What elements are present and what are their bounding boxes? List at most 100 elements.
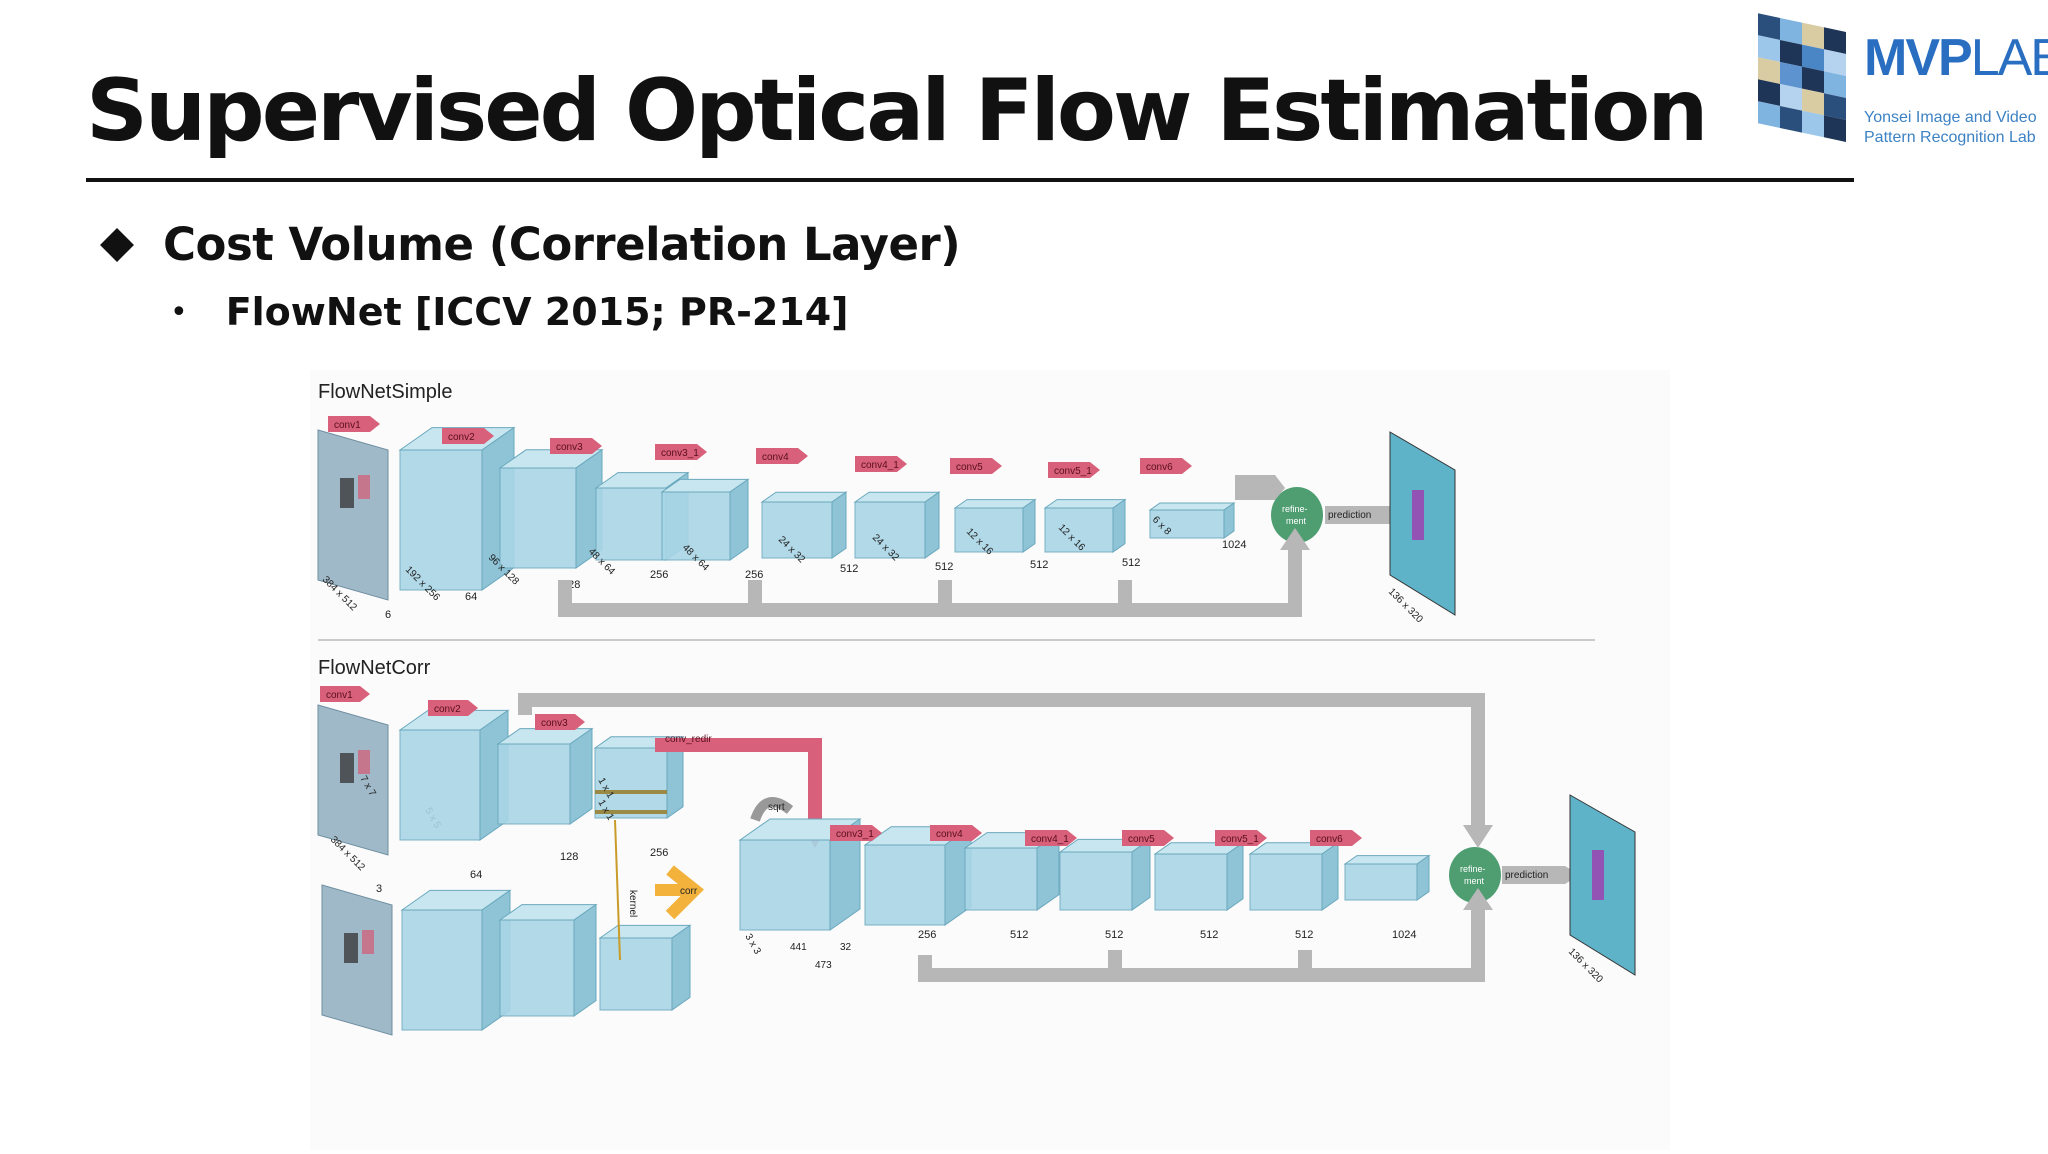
simple-conv1-label: conv1 [334, 420, 361, 431]
simple-conv6-arrow [1140, 458, 1192, 474]
simple-layer-6-side [924, 491, 940, 559]
corr-top-pipe [518, 693, 1485, 830]
simple-channel-3: 256 [650, 569, 668, 581]
page-title: Supervised Optical Flow Estimation [86, 61, 1708, 161]
corr-after-channel-2: 512 [1105, 929, 1123, 941]
corr-layer-4-front [1154, 853, 1228, 911]
corr-conv3_1-label: conv3_1 [836, 829, 874, 840]
corr-conv3-bottom [498, 903, 598, 1017]
simple-conv3-label: conv3 [556, 442, 583, 453]
simple-conv3-arrow [550, 438, 602, 454]
corr-conv4-label: conv4 [936, 829, 963, 840]
simple-conv3_1-arrow [655, 444, 707, 460]
corr-conv2-bottom [400, 889, 512, 1031]
corr-conv5-arrow [1122, 830, 1174, 846]
corr-top-arrowhead [1463, 825, 1493, 848]
corr-layer-4 [1153, 841, 1245, 911]
simple-prediction-label: prediction [1328, 510, 1371, 521]
logo-mosaic-icon [1758, 13, 1846, 142]
simple-channel-9: 1024 [1222, 539, 1246, 551]
corr-volume-front [739, 839, 831, 931]
simple-conv5_1-arrow [1048, 462, 1100, 478]
corr-layer-5-side [1321, 841, 1339, 911]
corr-conv3-top [496, 727, 594, 825]
corr-channel-128: 128 [560, 851, 578, 863]
bullet2-text: FlowNet [ICCV 2015; PR-214] [225, 290, 849, 334]
simple-layer-8-side [1112, 498, 1126, 553]
sqrt-label: sqrt [768, 802, 785, 813]
corr-layer-4-side [1226, 841, 1244, 911]
corr-layer-2-front [964, 847, 1038, 911]
corr-input-image-1-patch [358, 750, 370, 774]
simple-conv4-arrow [756, 448, 808, 464]
simple-layer-2 [498, 448, 604, 569]
simple-channel-5: 512 [840, 563, 858, 575]
bullet-flownet: • FlowNet [ICCV 2015; PR-214] [170, 290, 849, 334]
corr-skip-pipe [918, 905, 1485, 982]
corr-conv2-bottom-front [401, 909, 483, 1031]
corr-conv5_1-arrow [1215, 830, 1267, 846]
corr-refinement-label: refine- [1460, 864, 1486, 874]
corr-k3: 3 x 3 [742, 932, 763, 957]
corr-kernel-bar-2 [595, 810, 667, 814]
simple-conv2-label: conv2 [448, 432, 475, 443]
corr-prediction-label: prediction [1505, 870, 1548, 881]
corr-layer-6-front [1344, 863, 1418, 901]
corr-after-channel-5: 1024 [1392, 929, 1416, 941]
simple-channel-7: 512 [1030, 559, 1048, 571]
corr-orange-arrow [655, 865, 704, 920]
corr-conv3b-bottom-front [599, 937, 673, 1011]
simple-input-image-patch [358, 475, 370, 499]
bullet1-text: Cost Volume (Correlation Layer) [163, 218, 961, 271]
corr-input-image-2-patch [362, 930, 374, 954]
simple-layer-8-top [1043, 499, 1127, 509]
corr-input-image-1 [317, 704, 389, 856]
simple-layer-1-front [399, 449, 483, 591]
bullet-cost-volume: Cost Volume (Correlation Layer) [100, 218, 961, 271]
simple-layer-5-side [831, 491, 847, 559]
simple-layer-7-side [1022, 498, 1036, 553]
corr-conv2-top [398, 709, 510, 841]
simple-conv6-label: conv6 [1146, 462, 1173, 473]
simple-layer-7-top [953, 499, 1037, 509]
corr-conv6-arrow [1310, 830, 1362, 846]
simple-layer-9 [1148, 502, 1236, 539]
simple-input-image-figure [340, 478, 354, 508]
corr-layer-3-side [1131, 838, 1151, 911]
simple-layer-7-front [954, 507, 1024, 553]
corr-input-image-2 [321, 884, 393, 1036]
simple-layer-5 [760, 491, 848, 559]
simple-layer-9-front [1149, 509, 1225, 539]
corr-skip-arrowhead [1463, 888, 1493, 910]
corr-d473: 473 [815, 960, 832, 971]
corr-conv2-label: conv2 [434, 704, 461, 715]
corr-refinement-label2: ment [1464, 876, 1485, 886]
corr-after-channel-3: 512 [1200, 929, 1218, 941]
simple-conv4-label: conv4 [762, 452, 789, 463]
simple-layer-9-top [1148, 502, 1236, 511]
corr-conv4_1-arrow [1025, 830, 1077, 846]
simple-channel-1: 64 [465, 591, 477, 603]
corr-layer-6-top [1343, 855, 1431, 865]
corr-kernel-line [614, 819, 621, 961]
simple-skip-pipe [558, 550, 1302, 617]
conv-redir-label: conv_redir [665, 734, 712, 745]
corr-layer-3 [1058, 838, 1152, 911]
simple-input-image [317, 429, 389, 601]
corr-layer-6-side [1416, 854, 1430, 901]
flownetsimple-title: FlowNetSimple [318, 381, 452, 403]
simple-layer-8-front [1044, 507, 1114, 553]
simple-conv3_1-label: conv3_1 [661, 448, 699, 459]
simple-conv5-arrow [950, 458, 1002, 474]
corr-kernel-bar-1 [595, 790, 667, 794]
logo-mvp-text: MVPLAB [1864, 29, 2048, 87]
corr-conv3-top-side [569, 727, 593, 825]
corr-d441: 441 [790, 942, 807, 953]
simple-layer-8 [1043, 498, 1127, 553]
corr-volume [738, 818, 862, 931]
corr-d32: 32 [840, 942, 852, 953]
simple-layer-3-front [595, 487, 667, 561]
simple-layer-7 [953, 498, 1037, 553]
simple-channel-4: 256 [745, 569, 763, 581]
